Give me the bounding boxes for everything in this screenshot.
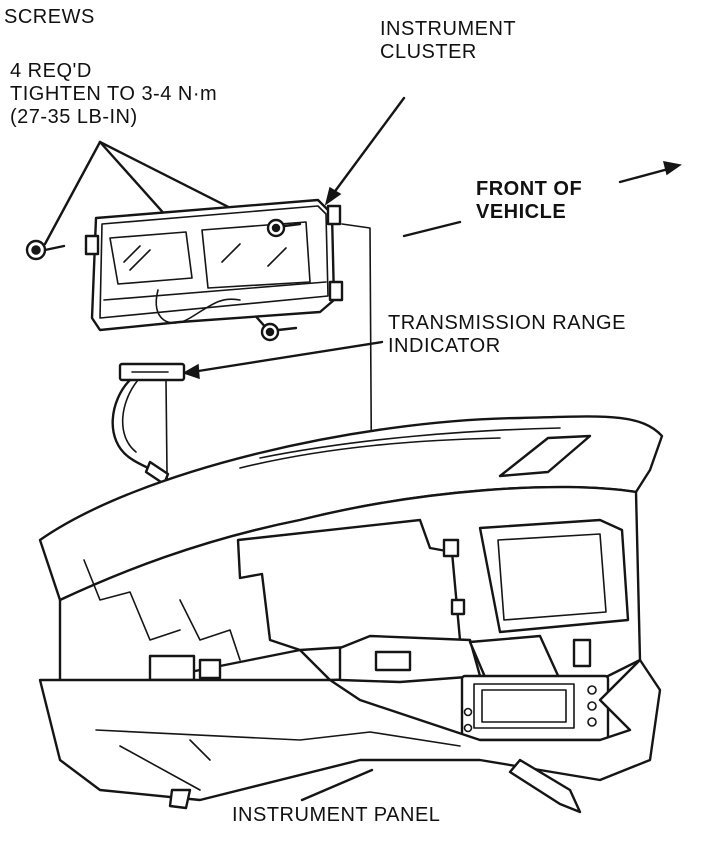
panel-lower-trim [38, 658, 662, 802]
panel-cluster-opening [236, 518, 462, 652]
arrowhead-front [662, 161, 682, 176]
screws-label: SCREWS [4, 6, 95, 28]
glass-highlight [123, 245, 141, 263]
front-label-line2: VEHICLE [476, 201, 567, 223]
glass-highlight [221, 243, 241, 263]
cluster-gauge-left [109, 231, 193, 285]
trans-label-line1: TRANSMISSION RANGE [388, 312, 626, 334]
trans-leader [182, 340, 384, 380]
screws-spec-label: 4 REQ'D TIGHTEN TO 3-4 N·m (27-35 LB-IN) [10, 60, 217, 129]
cluster-label-line2: CLUSTER [380, 41, 477, 63]
instrument-cluster [84, 198, 344, 332]
glass-highlight [267, 247, 287, 267]
screw-left [25, 239, 66, 261]
screw-bottom [260, 322, 298, 342]
radio-display [473, 683, 575, 729]
panel-right-opening [478, 518, 630, 634]
panel-leader [300, 768, 374, 802]
leader-screw-left [43, 140, 102, 246]
cluster-harness-loop [155, 289, 241, 324]
cluster-leader [324, 96, 406, 206]
transmission-range-indicator-label: TRANSMISSION RANGE INDICATOR [388, 312, 626, 358]
cluster-mount-tab-right [328, 280, 344, 302]
glass-highlight [129, 249, 151, 271]
arrowhead-cluster [324, 186, 342, 206]
screws-qty: 4 REQ'D [10, 60, 92, 82]
front-label-line1: FRONT OF [476, 178, 583, 200]
arrowhead-trans [182, 363, 200, 380]
leader-trans [190, 340, 384, 374]
indicator-cable [111, 378, 166, 480]
cluster-mount-tab-top [326, 204, 342, 226]
instrument-panel-label: INSTRUMENT PANEL [232, 804, 441, 826]
panel-right-end [508, 758, 582, 814]
instrument-cluster-label: INSTRUMENT CLUSTER [380, 18, 516, 64]
trans-label-line2: INDICATOR [388, 335, 501, 357]
front-arrow-tail [402, 220, 462, 238]
front-arrow-shaft [618, 166, 674, 184]
leader-cluster [328, 96, 406, 200]
front-of-vehicle-label: FRONT OF VEHICLE [476, 178, 582, 224]
screws-torque-imperial: (27-35 LB-IN) [10, 106, 138, 128]
instrument-panel [38, 415, 664, 814]
cluster-mount-tab-left [84, 234, 100, 256]
transmission-range-indicator [111, 362, 186, 486]
cluster-housing [90, 198, 336, 332]
cluster-face [99, 205, 329, 319]
panel-switch [572, 638, 592, 668]
panel-bracket-left [148, 654, 196, 682]
screws-torque: TIGHTEN TO 3-4 N·m [10, 83, 218, 105]
panel-radio [460, 674, 610, 742]
cluster-lower-edge [103, 281, 327, 301]
front-arrow [402, 161, 682, 238]
screw-top-right [266, 218, 302, 238]
panel-defroster-vent [498, 434, 592, 478]
panel-clip [442, 538, 460, 558]
cluster-label-line1: INSTRUMENT [380, 18, 517, 40]
panel-clip [450, 598, 466, 616]
leader-panel [300, 768, 374, 802]
